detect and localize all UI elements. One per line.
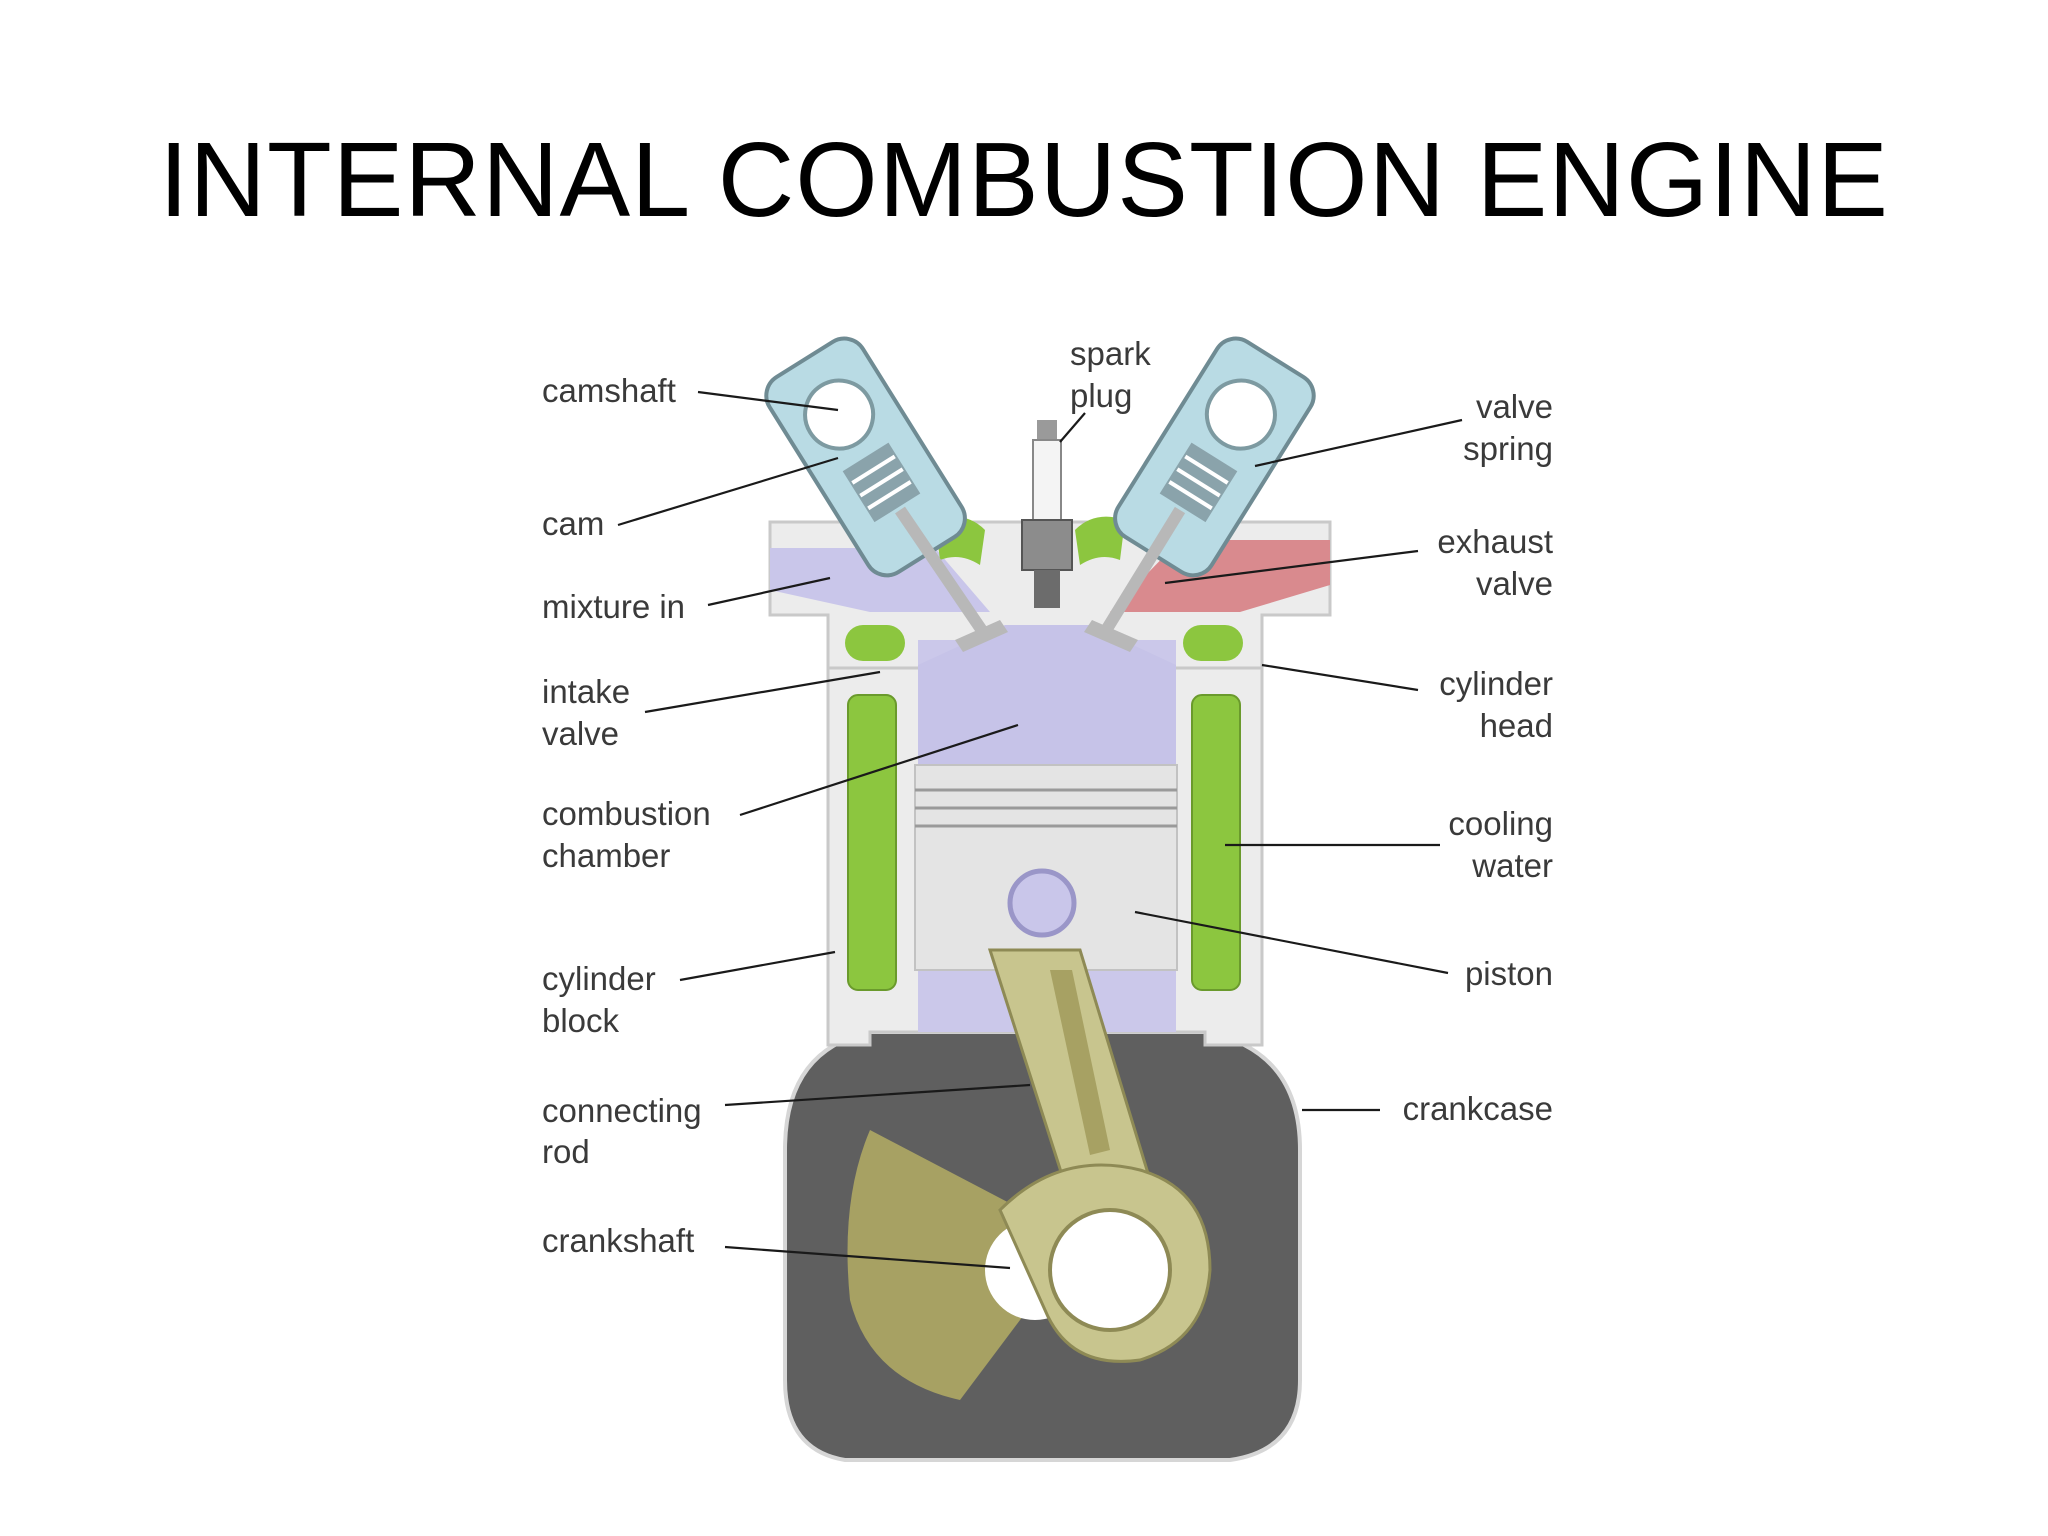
intake-valve-stem [895, 506, 990, 639]
slide-title: INTERNAL COMBUSTION ENGINE [158, 121, 1890, 239]
label-valve-spring-line1: valve [1476, 388, 1553, 425]
spark-plug-shape [1021, 420, 1073, 608]
exhaust-valve-stem [1099, 506, 1186, 636]
label-exhaust-valve-line1: exhaust [1437, 523, 1553, 560]
leader-cylinder-head [1261, 663, 1419, 692]
leader-cylinder-block [679, 950, 836, 982]
label-cylinder-block-line1: cylinder [542, 960, 656, 997]
leader-intake-valve [644, 670, 881, 714]
coolant-right [1191, 694, 1241, 991]
label-spark-plug-line2: plug [1070, 377, 1132, 414]
exhaust-cam-housing [1113, 336, 1316, 578]
leader-combustion-chamber [739, 723, 1019, 817]
label-cylinder-block-line2: block [542, 1002, 620, 1039]
leader-mixture-in [707, 576, 831, 607]
label-piston: piston [1465, 955, 1553, 992]
coolant-head-right [1075, 516, 1125, 565]
leader-cam [617, 456, 839, 527]
label-camshaft: camshaft [542, 372, 676, 409]
big-end-bearing [1048, 1208, 1172, 1332]
label-cooling-water-line2: water [1471, 847, 1553, 884]
label-combustion-chamber-line1: combustion [542, 795, 711, 832]
label-spark-plug-line1: spark [1070, 335, 1151, 372]
intake-cam-housing [764, 336, 967, 578]
gudgeon-pin [1007, 868, 1077, 938]
leader-crankshaft [724, 1245, 1011, 1270]
label-cylinder-head-line1: cylinder [1439, 665, 1553, 702]
coolant-left-top [845, 625, 905, 661]
label-cooling-water-line1: cooling [1448, 805, 1553, 842]
coolant-right-top [1183, 625, 1243, 661]
label-intake-valve-line2: valve [542, 715, 619, 752]
label-connecting-rod-line1: connecting [542, 1092, 702, 1129]
label-cam: cam [542, 505, 604, 542]
coolant-left [847, 694, 897, 991]
label-crankcase: crankcase [1403, 1090, 1553, 1127]
label-crankshaft: crankshaft [542, 1222, 694, 1259]
combustion-chamber [918, 625, 1176, 765]
label-exhaust-valve-line2: valve [1476, 565, 1553, 602]
label-intake-valve-line1: intake [542, 673, 630, 710]
connecting-rod-slot [1050, 970, 1110, 1155]
leader-exhaust-valve [1164, 549, 1419, 585]
label-mixture-in: mixture in [542, 588, 685, 625]
piston-shape [914, 764, 1178, 971]
leader-valve-spring [1254, 418, 1463, 468]
label-connecting-rod-line2: rod [542, 1133, 590, 1170]
leader-camshaft [697, 390, 839, 412]
label-valve-spring-line2: spring [1463, 430, 1553, 467]
leader-piston [1134, 910, 1449, 975]
leader-connecting-rod [724, 1083, 1031, 1107]
exhaust-valve-head [1084, 620, 1138, 652]
leader-spark-plug [1059, 412, 1086, 443]
label-cylinder-head-line2: head [1480, 707, 1553, 744]
intake-valve-head [955, 620, 1008, 652]
label-combustion-chamber-line2: chamber [542, 837, 670, 874]
